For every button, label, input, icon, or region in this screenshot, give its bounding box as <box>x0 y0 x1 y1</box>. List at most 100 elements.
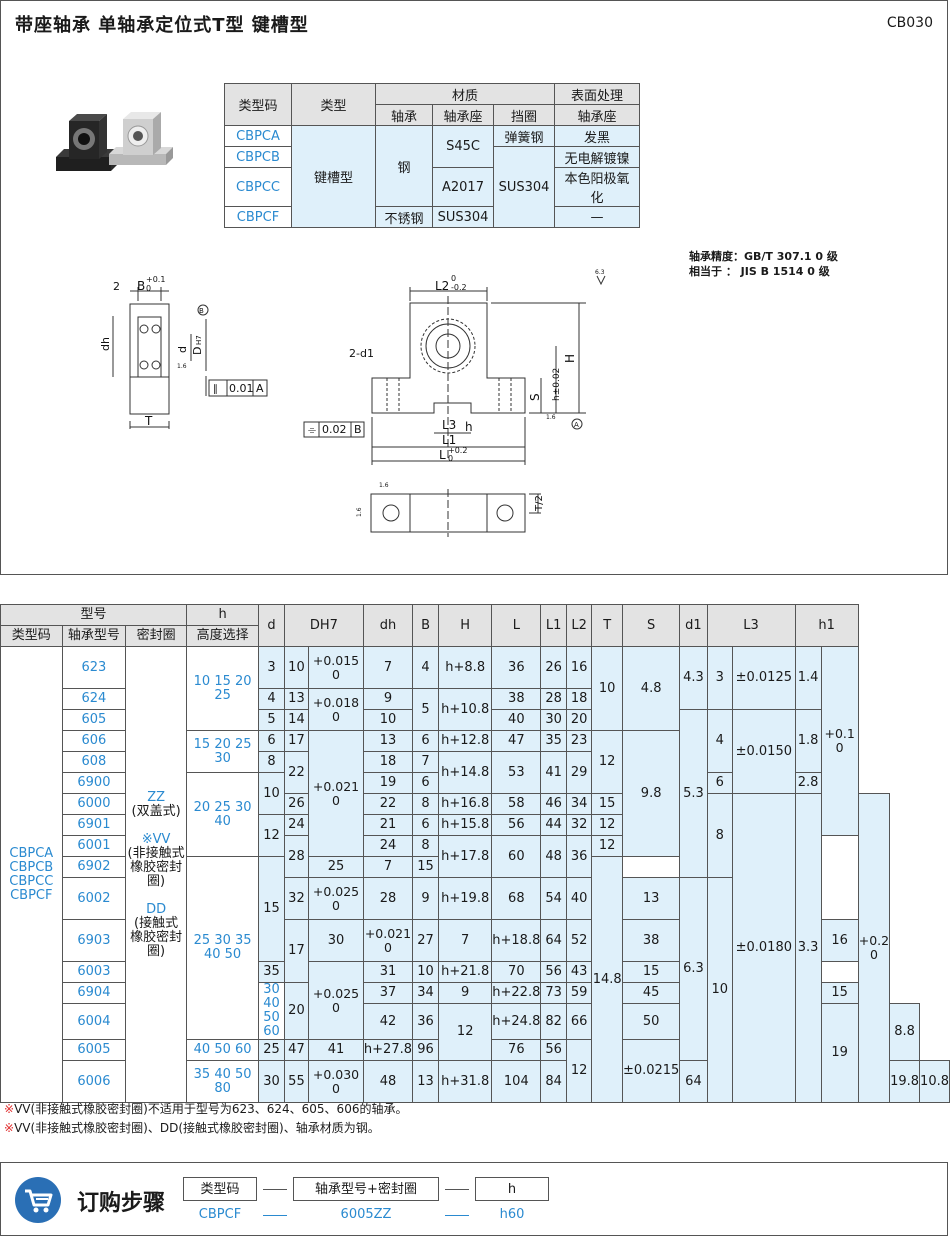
L2-value: 64 <box>679 1060 708 1103</box>
L2-value: 32 <box>565 814 593 836</box>
H-value: h+15.8 <box>438 814 493 836</box>
col-bearing-no: 轴承型号 <box>61 625 127 647</box>
dim-label: S <box>528 393 542 401</box>
bearing-no: 623 <box>61 646 127 689</box>
B-value: 6 <box>411 772 440 794</box>
dim-label: L1 <box>442 433 456 447</box>
dim-label: H7 <box>195 335 203 345</box>
T-value: 15 <box>591 793 623 815</box>
dh-value: 10 <box>362 709 414 731</box>
L1-value: 26 <box>540 646 567 689</box>
datum-label: A <box>574 421 579 429</box>
col-H: H <box>438 604 493 647</box>
dh-value: 25 <box>308 856 364 878</box>
tol-line: 0 <box>332 1080 340 1096</box>
col-d1: d1 <box>679 604 708 647</box>
D-value: 47 <box>283 1039 310 1061</box>
L-value: 53 <box>491 751 542 794</box>
L2-value: 50 <box>621 1003 681 1040</box>
bearing-material: 不锈钢 <box>375 206 433 228</box>
tol-line: +0.1 <box>824 726 855 741</box>
dh-value: 18 <box>362 751 414 773</box>
T-value: 12 <box>591 730 623 794</box>
col-L: L <box>491 604 542 647</box>
dim-label: D <box>191 347 204 355</box>
T-value: 10 <box>591 646 623 731</box>
dh-value: 19 <box>362 772 414 794</box>
tol-line: +0.015 <box>312 652 360 668</box>
seal-line: (双盖式) <box>131 803 181 819</box>
tol-line: 0 <box>332 792 340 808</box>
seal-options: ZZ (双盖式) ※VV (非接触式 橡胶密封圈) DD (接触式 橡胶密封圈) <box>125 646 187 1103</box>
d-value: 8 <box>258 751 285 773</box>
B-value: 9 <box>438 982 493 1004</box>
B-value: 10 <box>411 961 440 983</box>
order-value-bearing: 6005ZZ <box>340 1207 392 1222</box>
product-photo <box>56 112 173 171</box>
B-value: 4 <box>411 646 440 689</box>
datum-label: A <box>256 382 264 395</box>
d-value: 17 <box>283 919 310 983</box>
bearing-no: 6000 <box>61 793 127 815</box>
L3-value: 4 <box>706 709 734 773</box>
h1-value: 1.4 <box>794 646 822 710</box>
L3-value: 3 <box>706 646 734 710</box>
bearing-material: 钢 <box>375 125 433 207</box>
type-codes: CBPCA CBPCB CBPCC CBPCF <box>0 646 63 1103</box>
h-options: 10 15 20 25 <box>185 646 260 731</box>
H-value: h+31.8 <box>438 1060 493 1103</box>
note-mark: ※ <box>4 1102 15 1116</box>
d-value: 5 <box>258 709 285 731</box>
h-options: 25 30 35 40 50 <box>185 856 260 1040</box>
S-value: 14.8 <box>591 856 623 1103</box>
B-value: 8 <box>411 835 440 857</box>
bearing-no: 6904 <box>61 982 127 1004</box>
L2-value: 34 <box>565 793 593 815</box>
L1-value: 76 <box>491 1039 542 1061</box>
seal-line: ZZ <box>147 789 165 805</box>
dim-label: -0.2 <box>451 283 467 292</box>
note-line: ※VV(非接触式橡胶密封圈)、DD(接触式橡胶密封圈)、轴承材质为钢。 <box>4 1119 407 1138</box>
D-value: 10 <box>283 646 310 689</box>
surface-treatment: — <box>554 206 640 228</box>
d1-value: 6.3 <box>679 877 708 1061</box>
S-value: 4.8 <box>621 646 681 731</box>
dh-value: 27 <box>411 919 440 962</box>
bearing-no: 608 <box>61 751 127 773</box>
L1-value: 56 <box>540 961 567 983</box>
dim-label: h±0.02 <box>552 368 562 401</box>
order-box-bearing: 轴承型号+密封圈 <box>293 1177 439 1201</box>
col-L1: L1 <box>540 604 567 647</box>
L2-value: 38 <box>621 919 681 962</box>
col-L2: L2 <box>565 604 593 647</box>
dh-value: 21 <box>362 814 414 836</box>
surface-treatment: 本色阳极氧化 <box>554 167 640 207</box>
type-code: CBPCF <box>10 887 53 903</box>
note-text: VV(非接触式橡胶密封圈)、DD(接触式橡胶密封圈)、轴承材质为钢。 <box>14 1121 380 1135</box>
tol-line: 0 <box>332 708 340 724</box>
L2-value: 18 <box>565 688 593 710</box>
h1-value: 1.8 <box>794 709 822 773</box>
H-value: h+10.8 <box>438 688 493 731</box>
roughness-label: 1.6 <box>546 414 556 421</box>
roughness-label: 6.3 <box>595 269 605 276</box>
dim-label: 2-d1 <box>349 347 374 360</box>
H-value: h+22.8 <box>491 982 542 1004</box>
tol-line: +0.021 <box>312 778 360 794</box>
H-value: h+18.8 <box>491 919 542 962</box>
L2-value: 43 <box>565 961 593 983</box>
d-value: 15 <box>258 856 285 962</box>
col-d: d <box>258 604 285 647</box>
D-value: 14 <box>283 709 310 731</box>
D-value: 28 <box>283 835 310 878</box>
D-value: 13 <box>283 688 310 710</box>
L1-value: 59 <box>565 982 593 1004</box>
T-value: 12 <box>591 814 623 836</box>
bearing-no: 6006 <box>61 1060 127 1103</box>
tol-line: +0.021 <box>364 925 412 941</box>
L2-value: 29 <box>565 751 593 794</box>
